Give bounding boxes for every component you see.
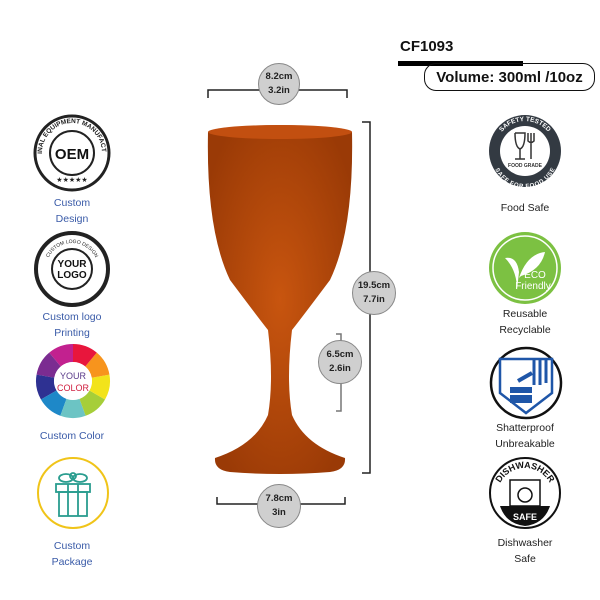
food-safe-icon: SAFETY TESTED SAFE FOR FOOD USE FOOD GRA…	[489, 115, 561, 189]
svg-text:SAFE: SAFE	[513, 512, 537, 522]
top-in: 3.2in	[268, 85, 290, 96]
feature-label: Printing	[54, 327, 90, 339]
svg-text:YOUR: YOUR	[60, 371, 87, 381]
feature-label: Unbreakable	[495, 438, 555, 450]
feature-label: Custom	[53, 197, 91, 209]
glass-rim	[208, 125, 352, 139]
wine-glass	[207, 125, 353, 474]
feature-label: Reusable	[502, 308, 548, 320]
color-wheel-segment	[36, 352, 61, 378]
color-wheel-segment	[35, 374, 57, 400]
feature-label: Dishwasher	[497, 537, 553, 549]
dishwasher-safe-icon: DISHWASHER SAFE	[489, 457, 561, 529]
base-cm: 7.8cm	[265, 493, 293, 504]
volume-badge: Volume: 300ml /10oz	[424, 63, 595, 91]
svg-text:★★★★★: ★★★★★	[56, 176, 87, 184]
product-code: CF1093	[400, 38, 454, 55]
feature-label: Custom logo	[42, 311, 102, 323]
top-cm: 8.2cm	[265, 71, 293, 82]
svg-text:COLOR: COLOR	[57, 383, 90, 393]
svg-text:LOGO: LOGO	[57, 270, 87, 281]
feature-label: Custom	[53, 540, 91, 552]
color-wheel-segment	[79, 390, 106, 416]
height-in: 7.7in	[363, 294, 385, 305]
gift-box-icon	[37, 457, 109, 529]
feature-label: Safe	[514, 553, 536, 565]
feature-label: Shatterproof	[496, 422, 554, 434]
svg-text:YOUR: YOUR	[58, 259, 88, 270]
color-wheel-segment	[89, 374, 110, 400]
top-width-badge: 8.2cm 3.2in	[258, 63, 300, 105]
stem-in: 2.6in	[329, 363, 351, 374]
your-logo-stamp-icon: YOUR LOGO CUSTOM LOGO DESIGN	[34, 231, 110, 307]
base-in: 3in	[272, 507, 286, 518]
color-wheel-segment	[85, 352, 110, 378]
color-wheel-icon: YOUR COLOR	[35, 344, 110, 418]
base-width-badge: 7.8cm 3in	[257, 484, 301, 528]
feature-label: Food Safe	[500, 202, 550, 214]
height-badge: 19.5cm 7.7in	[352, 271, 396, 315]
oem-stamp-icon: OEM ORIGINAL EQUIPMENT MANUFACTURER ★★★★…	[32, 113, 111, 192]
height-cm: 19.5cm	[357, 280, 391, 291]
eco-friendly-icon: ECO Friendly	[489, 232, 561, 304]
svg-text:ECO: ECO	[524, 270, 546, 281]
shatterproof-icon	[489, 346, 563, 420]
feature-label: Custom Color	[39, 430, 105, 442]
feature-label: Package	[51, 556, 93, 568]
svg-text:Friendly: Friendly	[515, 281, 551, 292]
color-wheel-segment	[40, 390, 67, 416]
stem-cm: 6.5cm	[326, 349, 354, 360]
svg-text:OEM: OEM	[55, 146, 89, 163]
color-wheel-segment	[73, 344, 97, 367]
feature-label: Recyclable	[499, 324, 551, 336]
svg-text:FOOD GRADE: FOOD GRADE	[508, 163, 543, 169]
color-wheel-segment	[60, 398, 86, 418]
stem-badge: 6.5cm 2.6in	[318, 340, 362, 384]
color-wheel-segment	[49, 344, 73, 367]
feature-label: Design	[55, 213, 89, 225]
